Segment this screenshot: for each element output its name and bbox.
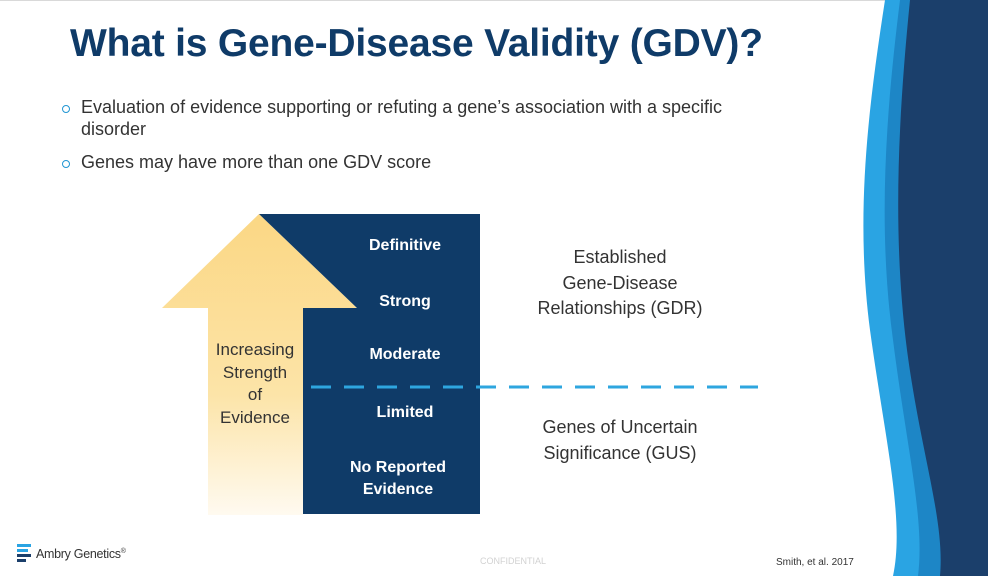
level-no-reported-evidence: No Reported Evidence: [350, 459, 446, 498]
bullet-item: Genes may have more than one GDV score: [60, 151, 760, 173]
company-logo: Ambry Genetics®: [17, 544, 126, 563]
bullet-text: Evaluation of evidence supporting or ref…: [81, 97, 723, 139]
gdr-label-line: Relationships (GDR): [537, 298, 703, 318]
gdr-label-line: Gene-Disease: [562, 272, 678, 293]
level-limited: Limited: [376, 404, 434, 421]
confidential-label: CONFIDENTIAL: [480, 556, 547, 566]
bullet-text: Genes may have more than one GDV score: [81, 152, 432, 172]
arrow-label-line: of: [247, 385, 263, 404]
circle-bullet-icon: [62, 160, 70, 168]
gdr-label-line: Established: [573, 247, 667, 267]
level-moderate: Moderate: [369, 346, 441, 363]
company-name-text: Ambry Genetics: [36, 546, 121, 561]
level-definitive: Definitive: [368, 237, 441, 254]
gdv-levels-box: [259, 214, 480, 514]
ambry-logo-icon: [17, 544, 31, 562]
arrow-label-line: Evidence: [220, 407, 290, 427]
trademark-symbol: ®: [120, 547, 126, 555]
arrow-label-line: Strength: [222, 362, 288, 382]
company-name: Ambry Genetics®: [36, 547, 126, 561]
gus-label: Genes of Uncertain Significance (GUS): [505, 415, 735, 466]
citation: Smith, et al. 2017: [776, 557, 854, 568]
page-title: What is Gene-Disease Validity (GDV)?: [70, 22, 763, 65]
circle-bullet-icon: [62, 105, 70, 113]
gus-label-line: Genes of Uncertain: [542, 417, 698, 437]
arrow-label: Increasing Strength of Evidence: [205, 339, 305, 429]
evidence-arrow: [162, 214, 357, 515]
arrow-label-line: Increasing: [215, 340, 295, 359]
bullet-list: Evaluation of evidence supporting or ref…: [60, 96, 760, 184]
level-strong: Strong: [379, 293, 431, 310]
gdr-label: Established Gene-Disease Relationships (…: [505, 245, 735, 322]
gus-label-line: Significance (GUS): [543, 442, 697, 463]
wave-decoration-dark: [898, 0, 988, 576]
bullet-item: Evaluation of evidence supporting or ref…: [60, 96, 760, 140]
